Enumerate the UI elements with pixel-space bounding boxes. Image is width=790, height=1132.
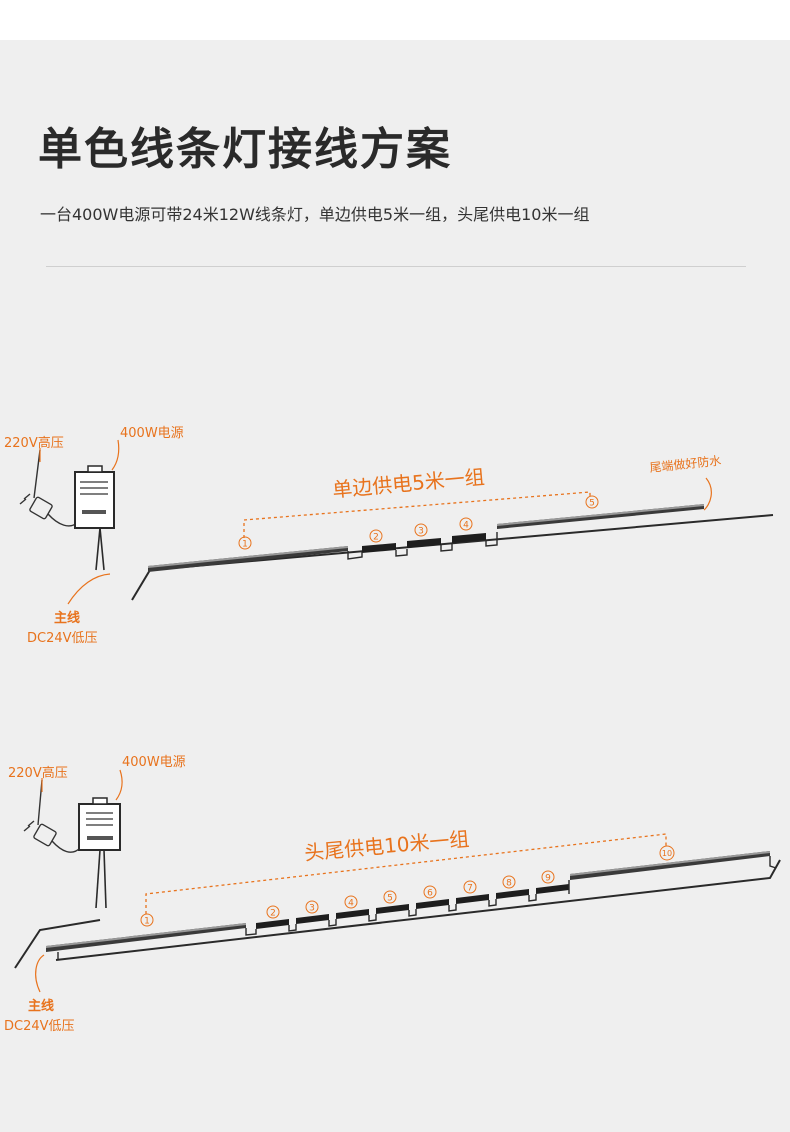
marker-4: 4 bbox=[459, 517, 473, 531]
main-line-label: 主线 bbox=[54, 610, 80, 626]
dual-feed-wiring-diagram: 1 2 3 4 5 6 7 8 9 10 220V高压 400W电源 头尾供电1… bbox=[4, 755, 781, 1034]
power-supply-leader bbox=[115, 769, 123, 801]
main-line-leader bbox=[35, 954, 45, 993]
marker-7: 7 bbox=[463, 880, 477, 894]
page-title: 单色线条灯接线方案 bbox=[38, 124, 452, 175]
end-waterproof-label: 尾端做好防水 bbox=[649, 453, 722, 475]
power-supply-label: 400W电源 bbox=[122, 755, 186, 770]
main-line-label: 主线 bbox=[28, 998, 54, 1014]
power-plug-icon bbox=[23, 779, 81, 853]
page-subtitle: 一台400W电源可带24米12W线条灯，单边供电5米一组，头尾供电10米一组 bbox=[40, 205, 590, 224]
marker-1: 1 bbox=[238, 536, 252, 550]
high-voltage-label: 220V高压 bbox=[4, 435, 64, 451]
light-bar-5 bbox=[376, 904, 409, 914]
svg-text:5: 5 bbox=[589, 499, 595, 509]
light-bar-1 bbox=[46, 923, 246, 952]
light-bar-8 bbox=[496, 889, 529, 899]
group-label: 头尾供电10米一组 bbox=[303, 827, 470, 865]
svg-text:1: 1 bbox=[144, 917, 150, 927]
marker-2: 2 bbox=[369, 529, 383, 543]
svg-text:3: 3 bbox=[418, 527, 424, 537]
svg-text:3: 3 bbox=[309, 904, 315, 914]
marker-3: 3 bbox=[414, 523, 428, 537]
svg-text:1: 1 bbox=[242, 540, 248, 550]
svg-text:2: 2 bbox=[270, 909, 276, 919]
high-voltage-label: 220V高压 bbox=[8, 765, 68, 781]
marker-2: 2 bbox=[266, 905, 280, 919]
waterproof-leader bbox=[703, 477, 712, 511]
marker-10: 10 bbox=[659, 845, 675, 861]
power-supply-label: 400W电源 bbox=[120, 426, 184, 441]
light-bar-3 bbox=[296, 914, 329, 924]
low-voltage-label: DC24V低压 bbox=[27, 631, 98, 646]
section-divider bbox=[46, 266, 746, 267]
floor-line bbox=[14, 919, 101, 969]
light-bar-2 bbox=[362, 543, 396, 553]
power-plug-icon bbox=[19, 449, 79, 527]
light-bar-2 bbox=[256, 919, 289, 929]
svg-text:4: 4 bbox=[348, 899, 354, 909]
light-bar-4 bbox=[336, 909, 369, 919]
marker-4: 4 bbox=[344, 895, 358, 909]
content-panel bbox=[0, 40, 790, 1132]
marker-8: 8 bbox=[502, 875, 516, 889]
light-bar-1 bbox=[148, 546, 348, 572]
marker-3: 3 bbox=[305, 900, 319, 914]
power-supply-icon bbox=[74, 465, 115, 571]
group-label: 单边供电5米一组 bbox=[331, 465, 485, 502]
power-supply-icon bbox=[78, 797, 121, 909]
main-line-leader bbox=[67, 573, 111, 605]
floor-line-far bbox=[55, 859, 781, 961]
svg-text:7: 7 bbox=[467, 884, 473, 894]
light-bar-3 bbox=[407, 538, 441, 548]
light-bar-9 bbox=[536, 884, 569, 894]
marker-5: 5 bbox=[383, 890, 397, 904]
single-feed-wiring-diagram: 1 2 3 4 5 220V高压 400W电源 单边供电5米一组 尾端做好防水 … bbox=[4, 426, 774, 646]
light-bar-10 bbox=[570, 851, 770, 880]
power-supply-leader bbox=[111, 439, 120, 471]
marker-6: 6 bbox=[423, 885, 437, 899]
light-bar-7 bbox=[456, 894, 489, 904]
svg-text:10: 10 bbox=[662, 849, 672, 858]
bar-connectors bbox=[57, 856, 777, 960]
svg-text:2: 2 bbox=[373, 533, 379, 543]
light-bar-4 bbox=[452, 533, 486, 543]
svg-text:9: 9 bbox=[545, 874, 551, 884]
marker-9: 9 bbox=[541, 870, 555, 884]
svg-text:8: 8 bbox=[506, 879, 512, 889]
svg-text:5: 5 bbox=[387, 894, 393, 904]
marker-1: 1 bbox=[140, 913, 154, 927]
svg-text:4: 4 bbox=[463, 521, 469, 531]
light-bar-5 bbox=[497, 504, 704, 529]
floor-line bbox=[131, 514, 774, 601]
low-voltage-label: DC24V低压 bbox=[4, 1019, 75, 1034]
light-bar-6 bbox=[416, 899, 449, 909]
bar-connectors bbox=[347, 532, 498, 560]
group-bracket-dashed bbox=[243, 491, 591, 538]
svg-text:6: 6 bbox=[427, 889, 433, 899]
marker-5: 5 bbox=[585, 495, 599, 509]
